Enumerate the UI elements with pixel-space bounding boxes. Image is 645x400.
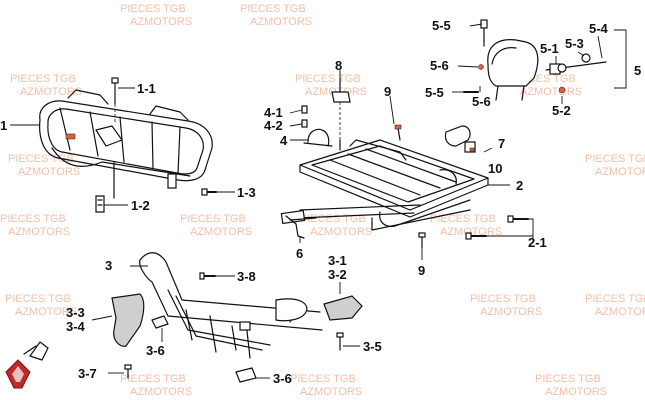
watermark-text: PIECES TGB bbox=[5, 293, 71, 305]
bracket-7 bbox=[444, 125, 476, 153]
bracket-8 bbox=[331, 77, 351, 140]
callout-5-1: 5-1 bbox=[540, 41, 559, 56]
watermark-text: AZMOTORS bbox=[480, 306, 542, 318]
rack-leg-icon bbox=[167, 173, 177, 189]
callout-3-2: 3-2 bbox=[328, 267, 347, 282]
watermark-text: PIECES TGB bbox=[120, 373, 186, 385]
rear-rack bbox=[280, 124, 489, 231]
watermark-text: AZMOTORS bbox=[130, 386, 192, 398]
callout-3: 3 bbox=[105, 258, 112, 273]
watermark-text: PIECES TGB bbox=[240, 3, 306, 15]
callout-3-7: 3-7 bbox=[78, 366, 97, 381]
watermark-text: PIECES TGB bbox=[430, 213, 496, 225]
watermark-text: AZMOTORS bbox=[595, 306, 645, 318]
watermark-text: PIECES TGB bbox=[8, 153, 74, 165]
watermark-text: PIECES TGB bbox=[180, 213, 246, 225]
callout-4: 4 bbox=[280, 133, 288, 148]
callout-10: 10 bbox=[488, 161, 502, 176]
callout-1-3: 1-3 bbox=[237, 185, 256, 200]
watermark-text: AZMOTORS bbox=[300, 386, 362, 398]
callout-4-2: 4-2 bbox=[264, 118, 283, 133]
callout-5-3: 5-3 bbox=[565, 36, 584, 51]
bracket-line-5 bbox=[614, 29, 627, 89]
reflector-icon bbox=[323, 295, 363, 321]
watermark-text: AZMOTORS bbox=[130, 16, 192, 28]
watermark-text: PIECES TGB bbox=[585, 153, 645, 165]
callout-1: 1 bbox=[0, 118, 7, 133]
callout-2-1: 2-1 bbox=[528, 235, 547, 250]
callout-7: 7 bbox=[498, 136, 505, 151]
watermark-text: PIECES TGB bbox=[535, 373, 601, 385]
watermark-text: AZMOTORS bbox=[595, 166, 645, 178]
watermark-text: AZMOTORS bbox=[310, 226, 372, 238]
backrest-5 bbox=[463, 19, 607, 101]
watermark-text: AZMOTORS bbox=[8, 226, 70, 238]
callout-8: 8 bbox=[335, 58, 342, 73]
watermark-text: PIECES TGB bbox=[585, 293, 645, 305]
watermark-text: PIECES TGB bbox=[120, 3, 186, 15]
callout-3-8: 3-8 bbox=[237, 269, 256, 284]
watermark-text: AZMOTORS bbox=[520, 86, 582, 98]
watermark-text: AZMOTORS bbox=[15, 306, 77, 318]
leader-lines bbox=[10, 23, 603, 379]
watermark-text: AZMOTORS bbox=[250, 16, 312, 28]
callout-labels: 1 1-1 1-2 1-3 2 2-1 3 3-1 3-2 3-3 3-4 3-… bbox=[0, 18, 641, 386]
callout-5-6: 5-6 bbox=[472, 94, 491, 109]
callout-3-1: 3-1 bbox=[328, 253, 347, 268]
bolt-9-lower bbox=[418, 232, 426, 249]
callout-3-6: 3-6 bbox=[273, 371, 292, 386]
callout-5-6: 5-6 bbox=[430, 58, 449, 73]
callout-3-6: 3-6 bbox=[146, 343, 165, 358]
mount-bolt-icon bbox=[65, 133, 76, 140]
bolt-1-1 bbox=[111, 77, 119, 124]
watermark-text: PIECES TGB bbox=[10, 73, 76, 85]
callout-9: 9 bbox=[418, 263, 425, 278]
watermark-text: PIECES TGB bbox=[470, 293, 536, 305]
bracket-4 bbox=[301, 105, 333, 147]
callout-2: 2 bbox=[516, 178, 523, 193]
watermark-text: AZMOTORS bbox=[18, 166, 80, 178]
callout-3-4: 3-4 bbox=[66, 319, 86, 334]
watermark-text: AZMOTORS bbox=[440, 226, 502, 238]
callout-5-5: 5-5 bbox=[425, 85, 444, 100]
callout-6: 6 bbox=[296, 246, 303, 261]
callout-5: 5 bbox=[634, 63, 641, 78]
watermark-text: AZMOTORS bbox=[545, 386, 607, 398]
callout-5-4: 5-4 bbox=[589, 21, 609, 36]
callout-3-5: 3-5 bbox=[363, 339, 382, 354]
bracket-6 bbox=[285, 215, 317, 239]
watermark-text: PIECES TGB bbox=[290, 373, 356, 385]
callout-5-5: 5-5 bbox=[432, 18, 451, 33]
screw-3-7 bbox=[124, 364, 132, 379]
watermark-text: AZMOTORS bbox=[20, 86, 82, 98]
guard-plate-3-3 bbox=[111, 293, 145, 347]
callout-3-3: 3-3 bbox=[66, 305, 85, 320]
clip-1-2 bbox=[95, 195, 105, 213]
watermark-text: PIECES TGB bbox=[295, 73, 361, 85]
watermark-text: AZMOTORS bbox=[190, 226, 252, 238]
bolts-2-1 bbox=[465, 215, 529, 240]
brand-logo bbox=[5, 341, 49, 389]
callout-1-1: 1-1 bbox=[137, 81, 156, 96]
screw-1-3 bbox=[201, 188, 217, 196]
front-rack bbox=[39, 89, 213, 199]
watermark-text: PIECES TGB bbox=[0, 213, 66, 225]
callout-5-2: 5-2 bbox=[552, 103, 571, 118]
callout-4-1: 4-1 bbox=[264, 105, 283, 120]
callout-1-2: 1-2 bbox=[131, 198, 150, 213]
callout-9: 9 bbox=[384, 84, 391, 99]
